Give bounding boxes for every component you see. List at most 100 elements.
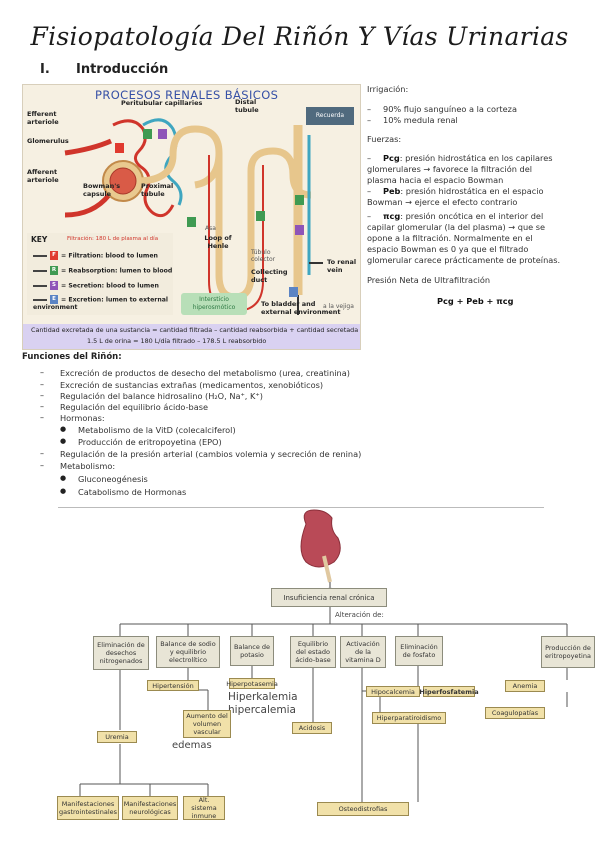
peb-label: Peb: [383, 186, 401, 196]
formula-line-2: 1.5 L de orina = 180 L/día filtrado – 17…: [87, 337, 267, 345]
metabolismo-item: Gluconeogénesis: [78, 474, 148, 484]
pi-line-4: espacio Bowman es 0 ya que el filtrado: [367, 244, 529, 254]
hormona-item: Producción de eritropoyetina (EPO): [78, 437, 222, 447]
arrow-icon: [33, 284, 47, 287]
key-title: KEY: [31, 235, 48, 244]
tubulo-label: Túbulo colector: [251, 249, 276, 263]
page-title: Fisiopatología Del Riñón Y Vías Urinaria…: [30, 22, 569, 51]
renal-diagram-title: PROCESOS RENALES BÁSICOS: [95, 88, 279, 102]
flow-manif-neuro: Manifestaciones neurológicas: [122, 796, 178, 820]
hormona-item: Metabolismo de la VitD (colecalciferol): [78, 425, 236, 435]
dash: –: [367, 186, 372, 196]
flow-category: Equilibrio del estado ácido-base: [290, 636, 336, 668]
pi-text: : presión oncótica en el interior del: [400, 211, 544, 221]
dash: –: [40, 368, 44, 377]
flow-category: Activación de la vitamina D: [340, 636, 386, 668]
irrigacion-item: 90% flujo sanguíneo a la corteza: [383, 104, 517, 114]
flow-coagulopatias: Coagulopatías: [485, 707, 545, 719]
arrow-icon: [33, 254, 47, 257]
reabsorption-marker: [256, 211, 265, 221]
proximal-label: Proximal tubule: [141, 182, 174, 198]
metabolismo-item: Catabolismo de Hormonas: [78, 487, 187, 497]
bullet-icon: ●: [60, 474, 67, 482]
reabsorption-marker: [143, 129, 152, 139]
excretion-marker: [289, 287, 298, 297]
peb-text: : presión hidrostática en el espacio: [400, 186, 544, 196]
handwritten-hypercalemia: hipercalemia: [228, 704, 296, 716]
function-item: Excreción de productos de desecho del me…: [60, 368, 350, 378]
function-item: Metabolismo:: [60, 461, 116, 471]
reabsorption-marker: [295, 195, 304, 205]
key-letter: S: [50, 281, 58, 290]
section-label: Introducción: [76, 62, 169, 77]
flow-manif-gi: Manifestaciones gastrointestinales: [57, 796, 119, 820]
dash: –: [367, 104, 372, 114]
functions-title: Funciones del Riñón:: [22, 352, 122, 362]
dash: –: [40, 402, 44, 411]
handwritten-edemas: edemas: [172, 740, 212, 751]
irrigacion-item: 10% medula renal: [383, 115, 458, 125]
peb-line-2: Bowman → ejerce el efecto contrario: [367, 197, 518, 207]
formula-bar: Cantidad excretada de una sustancia = ca…: [23, 324, 360, 349]
bullet-icon: ●: [60, 487, 67, 495]
key-letter: F: [50, 251, 58, 260]
renal-processes-diagram: PROCESOS RENALES BÁSICOS Peritubular cap…: [22, 84, 361, 350]
flow-uremia: Uremia: [97, 731, 137, 743]
handwritten-hyperkalemia: Hiperkalemia: [228, 691, 298, 703]
pi-line-2: capilar glomerular (la del plasma) → que…: [367, 222, 546, 232]
bowman-label: Bowman's capsule: [83, 182, 121, 198]
flow-aumento: Aumento del volumen vascular: [183, 710, 231, 738]
key-item-secretion: S= Secretion: blood to lumen: [33, 281, 159, 290]
flow-alteracion: Alteración de:: [335, 611, 384, 619]
key-text: = Reabsorption: lumen to blood: [61, 267, 173, 275]
function-item: Regulación del balance hidrosalino (H₂O,…: [60, 391, 263, 401]
flow-root: Insuficiencia renal crónica: [271, 588, 387, 607]
bladder-label: To bladder and external environment: [261, 300, 341, 316]
dash: –: [40, 449, 44, 458]
renal-vein-label: To renal vein: [327, 258, 357, 274]
flow-alt-inmune: Alt. sistema inmune: [183, 796, 225, 820]
key-letter: E: [50, 295, 58, 304]
loop-label: Loop of Henle: [204, 234, 232, 250]
flow-hiperpotasemia: Hiperpotasemia: [226, 678, 278, 689]
bullet-icon: ●: [60, 425, 67, 433]
efferent-label: Efferent arteriole: [27, 110, 59, 126]
section-heading: I.Introducción: [40, 62, 168, 77]
flow-hiperfosfatemia: Hiperfosfatemia: [419, 686, 479, 697]
dash: –: [40, 413, 44, 422]
formula-line-1: Cantidad excretada de una sustancia = ca…: [31, 326, 359, 334]
filtration-note: Filtración: 180 L de plasma al día: [67, 236, 159, 242]
asa-label: Asa: [205, 225, 216, 232]
key-item-filtration: F= Filtration: blood to lumen: [33, 251, 158, 260]
function-item: Hormonas:: [60, 413, 105, 423]
pcg-line-2: glomerulares → favorece la filtración de…: [367, 164, 533, 174]
pcg-line-3: plasma hacia el espacio Bowman: [367, 175, 504, 185]
key-text: = Filtration: blood to lumen: [61, 252, 158, 260]
dash: –: [367, 211, 372, 221]
distal-label: Distal tubule: [235, 98, 259, 114]
flow-hiperparatiroidismo: Hiperparatiroidismo: [372, 712, 446, 724]
secretion-marker: [158, 129, 167, 139]
pi-label: πcg: [383, 211, 401, 221]
reabsorption-marker: [187, 217, 196, 227]
glomerulus-label: Glomerulus: [27, 137, 69, 145]
flow-acidosis: Acidosis: [292, 722, 332, 734]
presion-neta-heading: Presión Neta de Ultrafiltración: [367, 275, 491, 285]
flow-hipertension: Hipertensión: [147, 680, 199, 691]
fuerzas-heading: Fuerzas:: [367, 134, 402, 144]
flow-category: Balance de sodio y equilibrio electrolít…: [156, 636, 220, 668]
function-item: Excreción de sustancias extrañas (medica…: [60, 380, 324, 390]
dash: –: [367, 115, 372, 125]
collecting-label: Collecting duct: [251, 268, 288, 284]
flow-category: Balance de potasio: [230, 636, 274, 666]
function-item: Regulación de la presión arterial (cambi…: [60, 449, 362, 459]
pcg-text: : presión hidrostática en los capilares: [399, 153, 553, 163]
afferent-label: Afferent arteriole: [27, 168, 59, 184]
dash: –: [40, 391, 44, 400]
arrow-icon: [33, 269, 47, 272]
diagram-key: KEY Filtración: 180 L de plasma al día F…: [27, 233, 173, 315]
peritubular-label: Peritubular capillaries: [121, 99, 203, 107]
pcg-line: Pcg: presión hidrostática en los capilar…: [383, 153, 553, 164]
key-item-excretion: E= Excretion: lumen to external environm…: [33, 295, 173, 311]
